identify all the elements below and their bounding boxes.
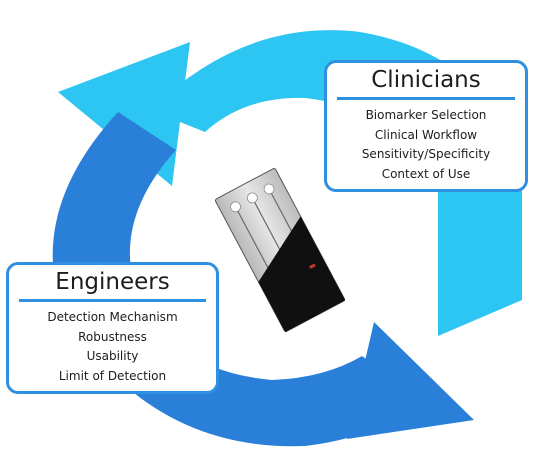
clinicians-title: Clinicians	[337, 63, 515, 100]
engineers-list: Detection Mechanism Robustness Usability…	[9, 302, 216, 386]
sensor-strip-electrode-left	[230, 201, 241, 213]
sensor-strip-electrode-right	[263, 183, 275, 195]
clinicians-item: Biomarker Selection	[365, 108, 487, 122]
engineers-item: Detection Mechanism	[47, 310, 178, 324]
engineers-box: Engineers Detection Mechanism Robustness…	[6, 262, 219, 394]
clinicians-item: Context of Use	[381, 166, 471, 181]
clinicians-box: Clinicians Biomarker Selection Clinical …	[324, 60, 528, 192]
sensor-strip-electrode-center	[246, 192, 258, 204]
clinicians-item: Sensitivity/Specificity	[361, 147, 491, 161]
engineers-item: Limit of Detection	[58, 368, 167, 383]
clinicians-item: Clinical Workflow	[374, 127, 478, 142]
sensor-strip-red-marker	[309, 263, 316, 269]
clinicians-list: Biomarker Selection Clinical Workflow Se…	[327, 100, 525, 184]
cycle-arrow-dark-head	[347, 322, 474, 439]
engineers-title: Engineers	[19, 265, 206, 302]
sensor-strip-dark-panel	[258, 216, 346, 333]
sensor-strip-icon	[214, 168, 346, 333]
engineers-item: Robustness	[78, 329, 147, 344]
engineers-item: Usability	[86, 349, 139, 363]
